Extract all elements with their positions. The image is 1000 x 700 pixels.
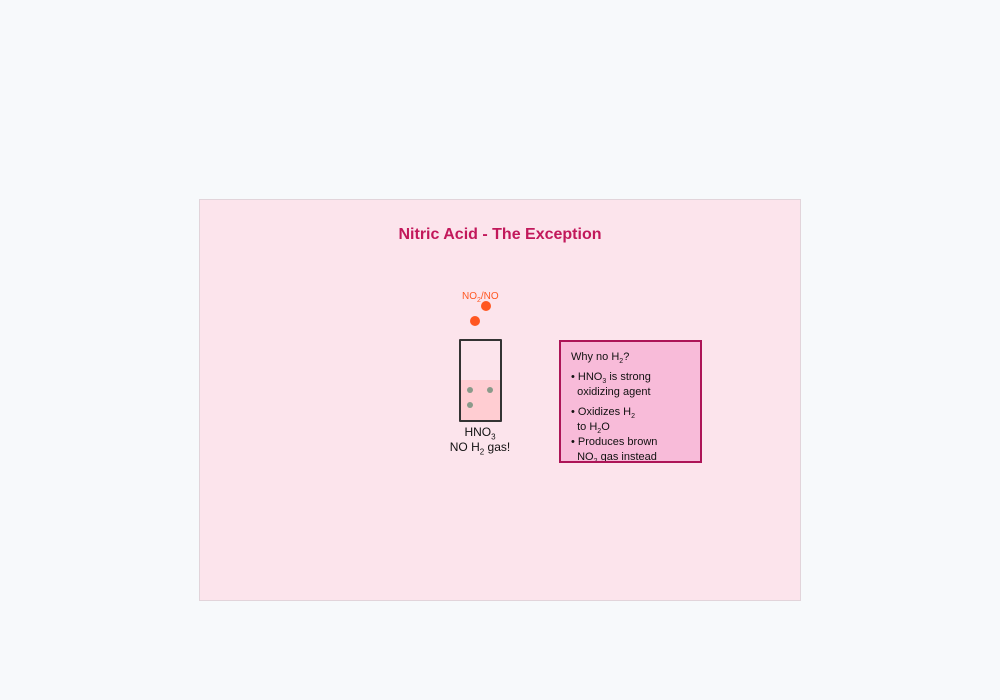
beaker [459, 339, 502, 422]
info-line: NO2 gas instead [571, 451, 657, 463]
info-line: oxidizing agent [571, 386, 651, 398]
acid-liquid [461, 380, 500, 420]
gas-bubble [481, 301, 491, 311]
info-line: • Produces brown [571, 436, 658, 448]
gas-label: NO2/NO [462, 291, 499, 304]
bubble-dot [467, 387, 473, 393]
info-line: • HNO3 is strong [571, 371, 651, 386]
diagram-panel: Nitric Acid - The Exception NO2/NO HNO3 … [199, 199, 801, 601]
bubble-dot [467, 402, 473, 408]
beaker-note-label: NO H2 gas! [449, 440, 511, 457]
bubble-dot [487, 387, 493, 393]
gas-bubble [470, 316, 480, 326]
info-line: • Oxidizes H2 [571, 406, 635, 421]
beaker-reagent-label: HNO3 [464, 425, 496, 442]
diagram-title: Nitric Acid - The Exception [398, 226, 602, 243]
info-box: Why no H2? • HNO3 is strong oxidizing ag… [559, 340, 702, 463]
info-line: to H2O [571, 421, 610, 436]
info-heading: Why no H2? [571, 351, 630, 366]
